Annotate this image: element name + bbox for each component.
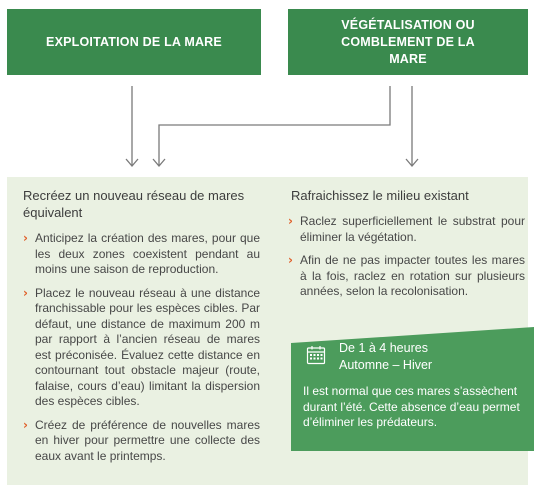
chevron-right-icon: › xyxy=(23,231,28,245)
chevron-right-icon: › xyxy=(23,285,28,300)
exploitation-label: EXPLOITATION DE LA MARE xyxy=(46,34,222,49)
list-item: ›Placez le nouveau réseau à une distance… xyxy=(23,285,260,409)
chevron-right-icon: › xyxy=(23,417,28,432)
right-bullet-list: ›Raclez superficiellement le substrat po… xyxy=(288,214,525,308)
cross-connector-line xyxy=(158,86,391,165)
list-item: ›Créez de préférence de nouvelles mares … xyxy=(23,417,260,463)
list-item: ›Anticipez la création des mares, pour q… xyxy=(23,231,260,276)
right-arrow-head xyxy=(405,158,419,167)
left-arrow-head xyxy=(125,158,139,167)
note-text: Il est normal que ces mares s’assèchent … xyxy=(303,384,520,429)
chevron-right-icon: › xyxy=(288,253,293,267)
list-item: ›Afin de ne pas impacter toutes les mare… xyxy=(288,253,525,298)
calendar-icon xyxy=(306,346,326,365)
chevron-right-icon: › xyxy=(288,214,293,228)
right-column-heading: Rafraichissez le milieu existant xyxy=(291,188,469,203)
left-column-heading: Recréez un nouveau réseau de mares équiv… xyxy=(23,188,245,220)
list-item: ›Raclez superficiellement le substrat po… xyxy=(288,214,525,244)
exploitation-box: EXPLOITATION DE LA MARE xyxy=(7,9,261,75)
middle-arrow-head xyxy=(152,158,166,167)
timing-info-box: De 1 à 4 heures Automne – Hiver Il est n… xyxy=(291,327,534,451)
vegetalisation-box: VÉGÉTALISATION OU COMBLEMENT DE LA MARE xyxy=(288,9,528,75)
left-bullet-list: ›Anticipez la création des mares, pour q… xyxy=(23,231,260,472)
flow-connectors xyxy=(125,86,419,167)
duration-text: De 1 à 4 heures xyxy=(339,341,428,355)
season-text: Automne – Hiver xyxy=(339,358,433,372)
vegetalisation-label: VÉGÉTALISATION OU COMBLEMENT DE LA MARE xyxy=(341,17,475,66)
